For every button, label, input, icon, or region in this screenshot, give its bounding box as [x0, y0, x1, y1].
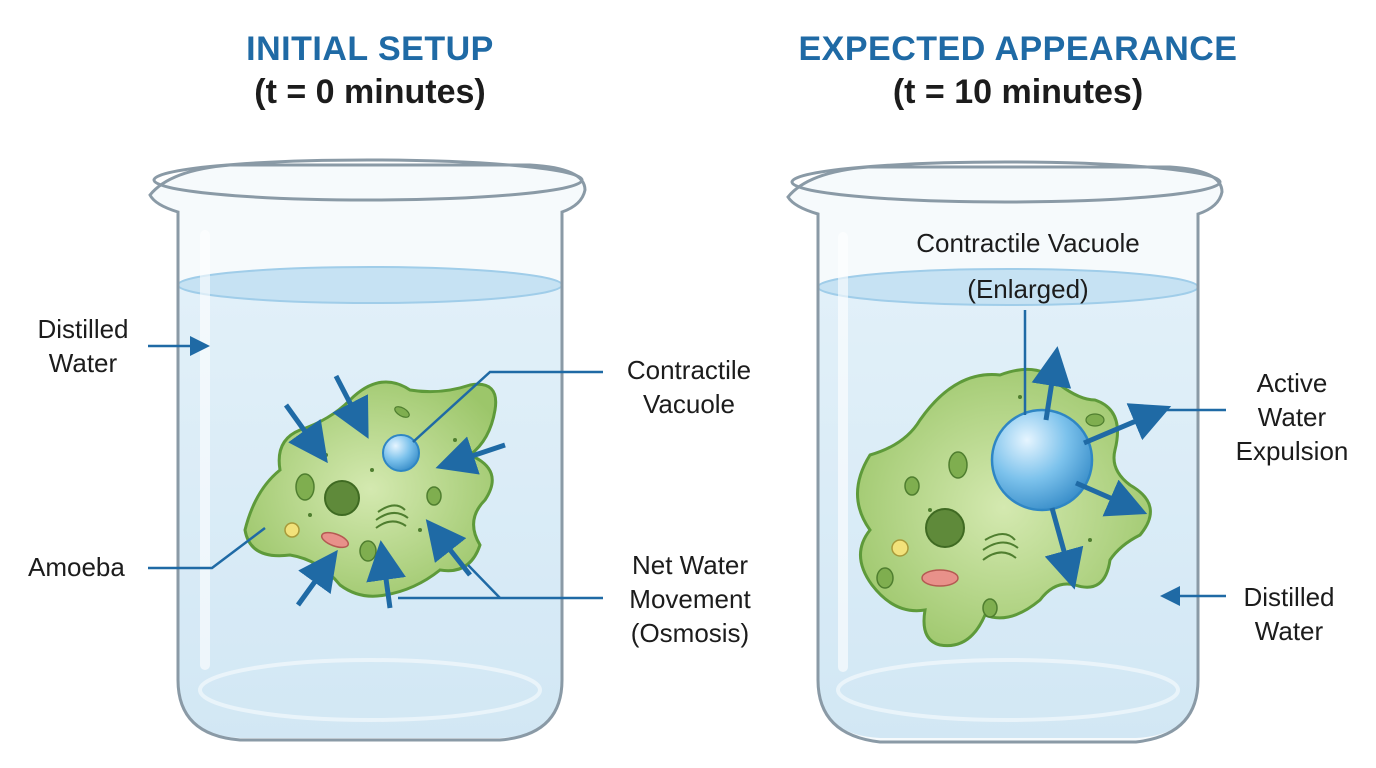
left-heading: INITIAL SETUP (t = 0 minutes)	[170, 30, 570, 112]
left-subtitle: (t = 0 minutes)	[254, 73, 486, 111]
left-panel: INITIAL SETUP (t = 0 minutes) Distilled …	[28, 30, 751, 648]
right-contractile-vacuole	[990, 408, 1094, 512]
left-label-contractile-vacuole: Contractile Vacuole	[626, 355, 752, 419]
right-title: EXPECTED APPEARANCE	[798, 30, 1238, 68]
left-title: INITIAL SETUP	[246, 30, 494, 68]
left-leader-lines	[148, 336, 603, 600]
right-label-active-water-expulsion: Active Water Expulsion	[1235, 368, 1349, 466]
left-osmosis-arrows	[283, 374, 506, 609]
right-heading: EXPECTED APPEARANCE (t = 10 minutes)	[758, 30, 1278, 112]
right-label-enlarged: (Enlarged)	[967, 274, 1089, 304]
right-leader-lines	[1023, 310, 1226, 606]
right-label-distilled-water: Distilled Water	[1243, 582, 1335, 646]
right-subtitle: (t = 10 minutes)	[892, 73, 1144, 111]
left-label-amoeba: Amoeba	[28, 552, 125, 582]
right-expulsion-arrows	[1031, 346, 1172, 590]
left-beaker-rim	[152, 158, 584, 202]
left-nucleus	[324, 480, 360, 516]
left-label-net-water-movement: Net Water Movement (Osmosis)	[629, 550, 751, 648]
right-beaker-rim	[790, 160, 1222, 204]
left-contractile-vacuole	[382, 434, 420, 472]
right-panel: EXPECTED APPEARANCE (t = 10 minutes) Con…	[688, 0, 1376, 768]
right-label-contractile-vacuole-enlarged: Contractile Vacuole	[916, 228, 1140, 258]
right-nucleus	[925, 508, 965, 548]
left-label-distilled-water: Distilled Water	[37, 314, 129, 378]
